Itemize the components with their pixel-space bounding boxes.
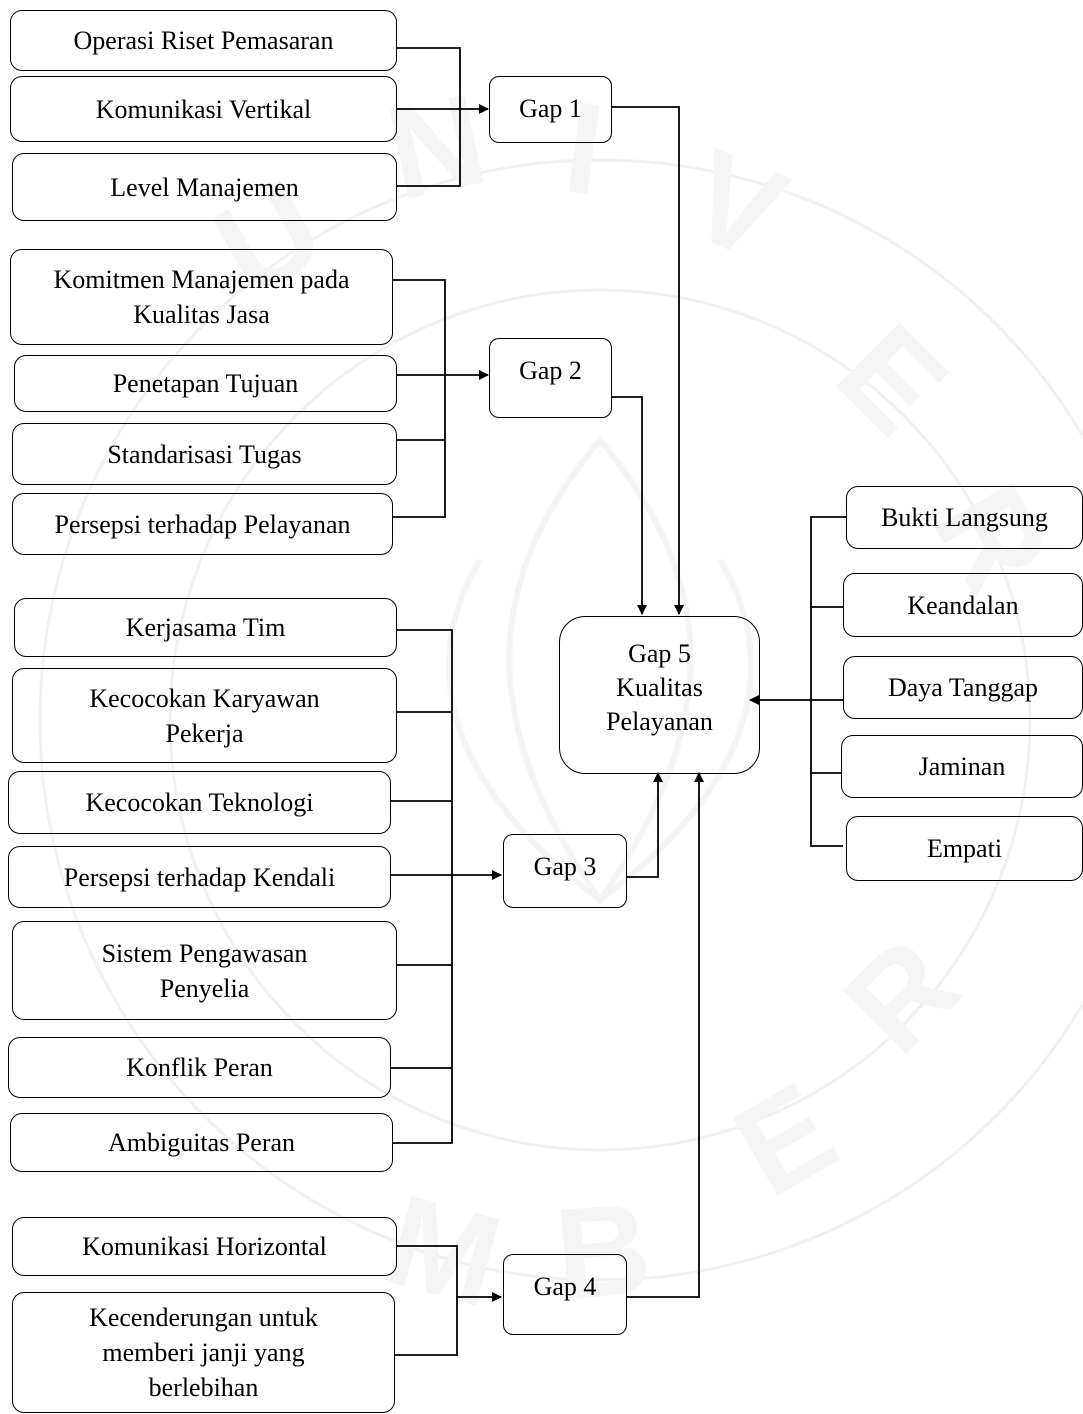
gap3-box: Gap 3 [503, 834, 627, 908]
factor-box-kecocokan-teknologi: Kecocokan Teknologi [8, 771, 391, 834]
factor-box-kerjasama-tim: Kerjasama Tim [14, 598, 397, 657]
factor-box-operasi-riset-pemasaran: Operasi Riset Pemasaran [10, 10, 397, 71]
dimension-box-keandalan: Keandalan [843, 573, 1083, 637]
dimension-box-bukti-langsung: Bukti Langsung [846, 486, 1083, 549]
gap4-box: Gap 4 [503, 1254, 627, 1335]
factor-box-konflik-peran: Konflik Peran [8, 1037, 391, 1098]
dimension-box-daya-tanggap: Daya Tanggap [843, 656, 1083, 719]
gap2-bracket [393, 279, 446, 518]
factor-box-komitmen-manajemen: Komitmen Manajemen pada Kualitas Jasa [10, 249, 393, 345]
factor-box-ambiguitas-peran: Ambiguitas Peran [10, 1113, 393, 1172]
factor-box-kecocokan-karyawan: Kecocokan Karyawan Pekerja [12, 668, 397, 763]
dimension-box-empati: Empati [846, 816, 1083, 881]
gap2-box: Gap 2 [489, 338, 612, 418]
factor-box-komunikasi-vertikal: Komunikasi Vertikal [10, 76, 397, 142]
factor-box-persepsi-pelayanan: Persepsi terhadap Pelayanan [12, 493, 393, 555]
gap4-to-gap5 [627, 772, 704, 1298]
factor-box-penetapan-tujuan: Penetapan Tujuan [14, 355, 397, 412]
factor-box-komunikasi-horizontal: Komunikasi Horizontal [12, 1217, 397, 1276]
gap2-to-gap5 [612, 396, 647, 615]
svg-text:B: B [550, 1174, 656, 1328]
factor-box-sistem-pengawasan: Sistem Pengawasan Penyelia [12, 921, 397, 1020]
gap4-bracket [395, 1245, 458, 1356]
gap3-bracket [393, 629, 453, 1144]
gap1-to-gap5 [612, 106, 684, 615]
gap5-service-quality-box: Gap 5 Kualitas Pelayanan [559, 616, 760, 774]
factor-box-kecenderungan-janji: Kecenderungan untuk memberi janji yang b… [12, 1292, 395, 1413]
factor-box-level-manajemen: Level Manajemen [12, 153, 397, 221]
gap3-to-gap5 [627, 772, 663, 878]
factor-box-persepsi-kendali: Persepsi terhadap Kendali [8, 846, 391, 908]
dimensions-bracket [810, 516, 846, 847]
factor-box-standarisasi-tugas: Standarisasi Tugas [12, 423, 397, 485]
dimension-box-jaminan: Jaminan [841, 735, 1083, 798]
gap1-box: Gap 1 [489, 76, 612, 143]
gap1-bracket [397, 47, 461, 187]
